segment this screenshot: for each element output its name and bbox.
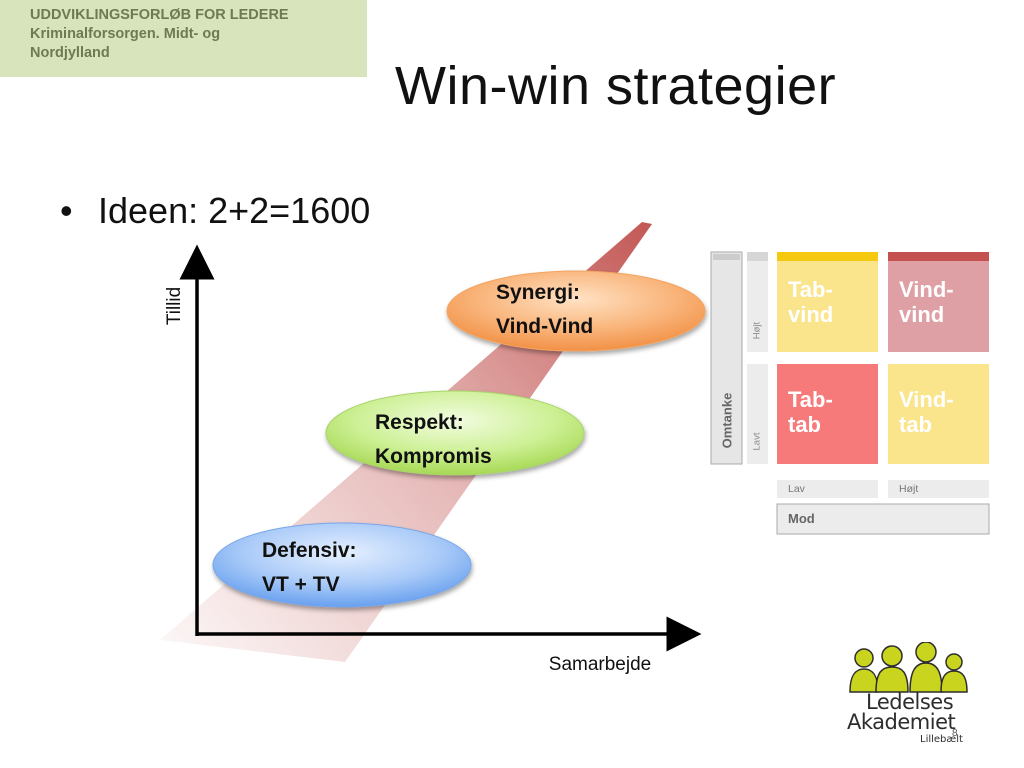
quadrant-lose-lose-line-1: Tab- xyxy=(788,387,833,412)
header-line-1: UDDVIKLINGSFORLØB FOR LEDERE xyxy=(30,7,289,23)
quadrant-lose-lose xyxy=(777,364,878,464)
defensive-label-2: VT + TV xyxy=(262,573,340,596)
row-low-label: Lavt xyxy=(751,432,763,451)
row-axis-label: Omtanke xyxy=(719,392,735,449)
people-logo-icon xyxy=(849,642,968,693)
quadrant-win-lose-label: Vind- tab xyxy=(899,387,954,437)
quadrant-win-lose-line-1: Vind- xyxy=(899,387,954,412)
quadrant-lose-lose-line-2: tab xyxy=(788,412,821,437)
respect-label-2: Kompromis xyxy=(375,445,492,468)
logo-text-line-1: Ledelses xyxy=(866,690,954,714)
defensive-label-1: Defensiv: xyxy=(262,539,357,562)
quadrant-lose-win xyxy=(777,252,878,352)
col-axis-label: Mod xyxy=(788,511,815,526)
respect-ellipse: Respekt: Kompromis xyxy=(325,390,585,476)
x-axis-label: Samarbejde xyxy=(549,654,651,675)
quadrant-win-win-line-1: Vind- xyxy=(899,277,954,302)
logo-text-line-2: Akademiet xyxy=(847,710,956,734)
quadrant-win-win-label: Vind- vind xyxy=(899,277,954,327)
quadrant-win-win-line-2: vind xyxy=(899,302,945,327)
quadrant-lose-win-line-1: Tab- xyxy=(788,277,833,302)
row-high-label: Højt xyxy=(751,321,763,340)
synergy-label-2: Vind-Vind xyxy=(496,315,593,338)
quadrant-win-lose xyxy=(888,364,989,464)
col-high-label: Højt xyxy=(899,483,919,495)
respect-label-1: Respekt: xyxy=(375,411,464,434)
page-number: 8 xyxy=(952,728,958,739)
bullet-dot-icon: • xyxy=(60,190,73,231)
quadrant-lose-lose-label: Tab- tab xyxy=(788,387,833,437)
conflict-matrix xyxy=(710,251,990,535)
header-box: UDDVIKLINGSFORLØB FOR LEDERE Kriminalfor… xyxy=(0,0,367,77)
synergy-ellipse: Synergi: Vind-Vind xyxy=(446,270,706,352)
slide-title: Win-win strategier xyxy=(395,56,837,116)
bullet-text: Ideen: 2+2=1600 xyxy=(98,190,371,231)
quadrant-win-win xyxy=(888,252,989,352)
quadrant-win-lose-line-2: tab xyxy=(899,412,932,437)
y-axis-label: Tillid xyxy=(164,287,185,325)
logo-text-line-3: Lillebælt xyxy=(920,734,963,745)
quadrant-lose-win-label: Tab- vind xyxy=(788,277,833,327)
header-line-2: Kriminalforsorgen. Midt- og xyxy=(30,26,221,42)
col-low-label: Lav xyxy=(788,483,805,495)
defensive-ellipse: Defensiv: VT + TV xyxy=(212,522,472,608)
bullet-item: • Ideen: 2+2=1600 xyxy=(60,190,370,232)
synergy-label-1: Synergi: xyxy=(496,281,580,304)
header-line-3: Nordjylland xyxy=(30,45,110,61)
quadrant-lose-win-line-2: vind xyxy=(788,302,834,327)
